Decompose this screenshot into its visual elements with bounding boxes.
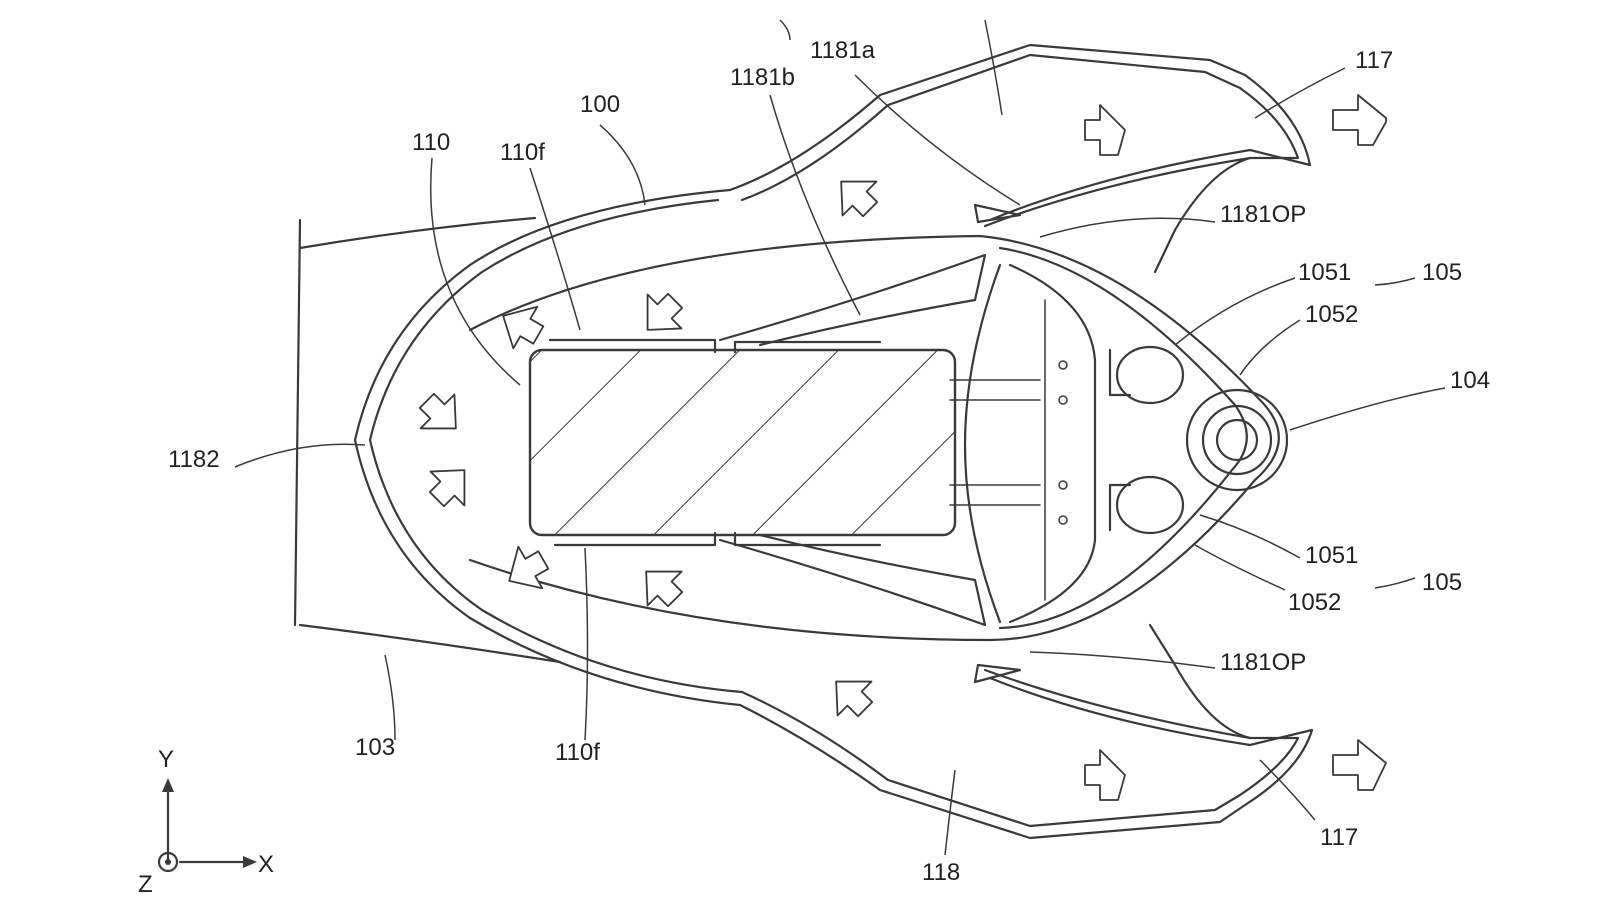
coordinate-axes: Y X Z xyxy=(138,746,274,898)
port-1051-lower xyxy=(1108,475,1185,535)
label-1182: 1182 xyxy=(168,446,220,473)
pivot-104 xyxy=(1185,388,1289,492)
label-1052-top: 1052 xyxy=(1305,301,1358,328)
label-105-top: 105 xyxy=(1422,259,1462,286)
flow-arrows xyxy=(418,94,1387,801)
arrow-icon xyxy=(835,680,874,718)
axis-x-label: X xyxy=(258,851,274,878)
port-1051-upper xyxy=(1108,345,1185,405)
label-1181op-bottom: 1181OP xyxy=(1220,649,1306,676)
leader-lines xyxy=(234,19,1446,856)
label-1051-top: 1051 xyxy=(1298,259,1351,286)
arrow-icon xyxy=(418,392,457,430)
lower-duct-118 xyxy=(738,623,1314,840)
frame-105 xyxy=(468,234,1280,642)
label-1181b: 1181b xyxy=(730,64,795,91)
label-1181op-top: 1181OP xyxy=(1220,201,1306,228)
arrow-icon xyxy=(508,545,550,590)
label-105-bottom: 105 xyxy=(1422,569,1462,596)
label-117-bottom: 117 xyxy=(1320,824,1358,851)
label-110f-top: 110f xyxy=(500,139,545,166)
label-110f-bottom: 110f xyxy=(555,739,600,766)
arrow-icon xyxy=(502,305,545,350)
component-110 xyxy=(528,338,957,547)
arrow-icon xyxy=(1332,739,1387,791)
arrow-icon xyxy=(1332,94,1387,146)
label-117-top: 117 xyxy=(1355,47,1393,74)
axis-y-label: Y xyxy=(158,746,174,773)
label-100: 100 xyxy=(580,91,620,118)
label-104: 104 xyxy=(1450,367,1490,394)
arrow-icon xyxy=(645,570,684,608)
upper-duct-117 xyxy=(728,43,1312,274)
arrow-icon xyxy=(428,469,466,508)
label-1181a: 1181a xyxy=(810,37,876,64)
label-1052-bottom: 1052 xyxy=(1288,589,1341,616)
nose-shell-100 xyxy=(353,188,744,707)
arrow-icon xyxy=(1084,749,1126,801)
arrow-icon xyxy=(1084,104,1126,156)
deflector-1181b xyxy=(718,253,987,627)
arrow-icon xyxy=(646,292,684,331)
body-outline-103 xyxy=(293,216,562,664)
label-110: 110 xyxy=(412,129,450,156)
axis-z-label: Z xyxy=(138,871,153,898)
label-118: 118 xyxy=(922,859,960,886)
reference-labels: 117 1181a 1181b 100 110 110f 1181OP 1051… xyxy=(168,37,1490,886)
arrow-icon xyxy=(840,180,879,218)
label-1051-bottom: 1051 xyxy=(1305,542,1358,569)
label-103: 103 xyxy=(355,734,395,761)
